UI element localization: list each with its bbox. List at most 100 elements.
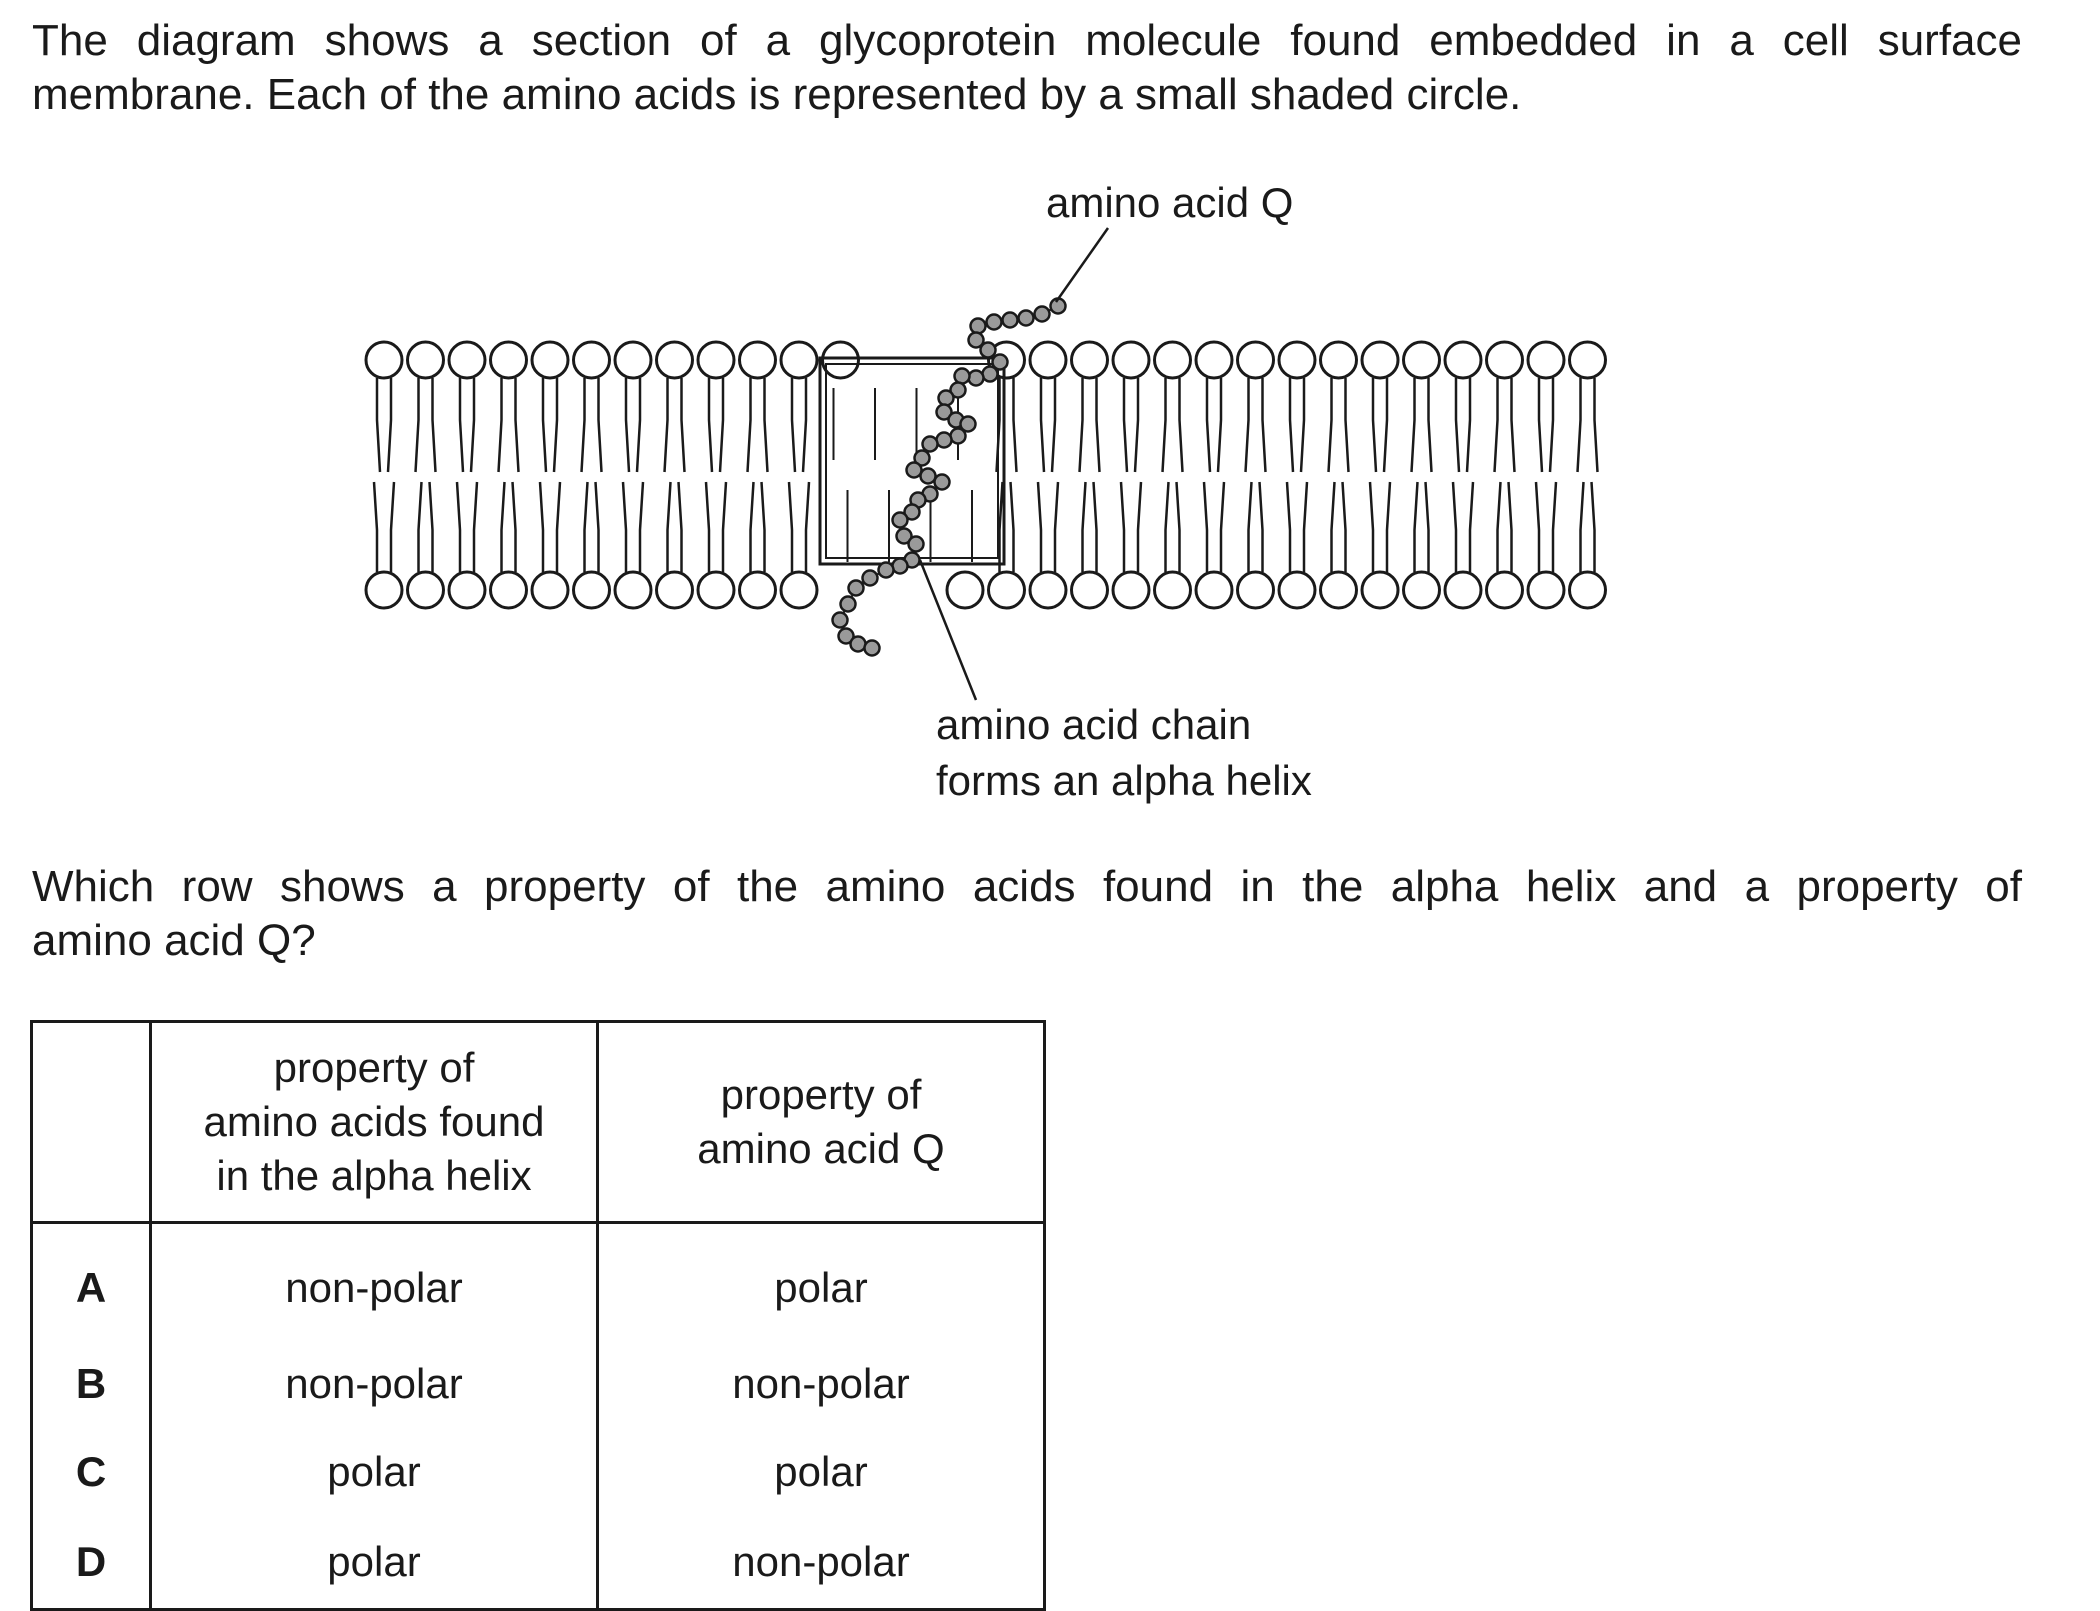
fatty-acid-tail (704, 481, 711, 572)
fatty-acid-tail (1012, 378, 1018, 473)
amino-acid (979, 341, 997, 359)
header-q-line-1: property of (720, 1071, 922, 1118)
fatty-acid-tail (500, 481, 506, 572)
fatty-acid-tail (1258, 481, 1264, 572)
fatty-acid-tail (1161, 378, 1167, 473)
fatty-acid-tail (1081, 481, 1087, 572)
amino-acid (1001, 311, 1019, 329)
fatty-acid-tail (1247, 481, 1253, 572)
question-text-line-2: amino acid Q? (32, 916, 316, 965)
answer-row-c[interactable]: C polar polar (30, 1428, 1046, 1516)
fatty-acid-tail (455, 481, 462, 572)
fatty-acid-tail (721, 481, 728, 572)
phospholipid-head-inner (1277, 570, 1317, 610)
answer-row-b[interactable]: B non-polar non-polar (30, 1340, 1046, 1428)
phospholipid-head-outer (1360, 340, 1400, 380)
fatty-acid-tail (511, 481, 517, 572)
phospholipid-head-inner (945, 570, 985, 610)
phospholipid-head-outer (1028, 340, 1068, 380)
phospholipid-head-outer (530, 340, 570, 380)
fatty-acid-tail (555, 481, 562, 572)
fatty-acid-tail (1136, 481, 1143, 572)
phospholipid-head-outer (696, 340, 736, 380)
phospholipid-head-outer (821, 340, 860, 380)
amino-acid (981, 365, 999, 383)
phospholipid-head-inner (1028, 570, 1068, 610)
fatty-acid-tail (1202, 481, 1209, 572)
phospholipid-head-inner (738, 570, 777, 610)
phospholipid-head-outer (406, 340, 445, 380)
row-helix-property: polar (149, 1428, 598, 1516)
fatty-acid-tail (1285, 481, 1292, 572)
phospholipid-head-inner (1319, 570, 1358, 610)
fatty-acid-tail (458, 378, 465, 473)
phospholipid-head-outer (779, 340, 819, 380)
fatty-acid-tail (1368, 481, 1375, 572)
amino-acid (863, 639, 881, 657)
fatty-acid-tail (1510, 378, 1516, 473)
fatty-acid-tail (1288, 378, 1295, 473)
fatty-acid-tail (1465, 378, 1472, 473)
fatty-acid-tail (1548, 378, 1555, 473)
amino-acid (959, 415, 977, 433)
phospholipid-head-outer (1568, 340, 1607, 380)
fatty-acid-tail (680, 378, 686, 473)
fatty-acid-tail (1551, 481, 1558, 572)
phospholipid-head-inner (1568, 570, 1607, 610)
phospholipid-bilayer (364, 340, 1607, 610)
fatty-acid-tail (1009, 481, 1015, 572)
fatty-acid-tail (1454, 378, 1461, 473)
answer-row-a[interactable]: A non-polar polar (30, 1222, 1046, 1340)
fatty-acid-tail (1261, 378, 1267, 473)
phospholipid-head-outer (1277, 340, 1317, 380)
fatty-acid-tail (1496, 481, 1502, 572)
fatty-acid-tail (763, 378, 769, 473)
amino-acid (991, 353, 1009, 371)
row-key: A (30, 1222, 151, 1340)
phospholipid-head-outer (364, 340, 404, 380)
phospholipid-head-inner (364, 570, 404, 610)
fatty-acid-tail (749, 481, 755, 572)
phospholipid-head-outer (1526, 340, 1566, 380)
amino-acid (907, 535, 925, 553)
amino-acid-q-label: amino acid Q (1046, 179, 1294, 226)
fatty-acid-tail (1330, 481, 1336, 572)
fatty-acid-tail (1534, 481, 1541, 572)
fatty-acid-tail (1039, 378, 1046, 473)
fatty-acid-tail (497, 378, 503, 473)
amino-acid (969, 317, 987, 335)
alpha-helix-label-line-1: amino acid chain (936, 701, 1252, 748)
phospholipid-head-inner (613, 570, 653, 610)
header-key-cell (30, 1020, 151, 1224)
fatty-acid-tail (1050, 378, 1057, 473)
membrane-svg (364, 227, 1607, 701)
header-helix-line-2: amino acids found (203, 1098, 545, 1145)
membrane-diagram: amino acid Q amino acid chain forms an a… (364, 179, 1607, 804)
amino-acid (839, 595, 857, 613)
row-q-property: non-polar (596, 1340, 1046, 1428)
row-key: B (30, 1340, 151, 1428)
fatty-acid-tail (787, 481, 794, 572)
fatty-acid-tail (1413, 481, 1419, 572)
fatty-acid-tail (1244, 378, 1250, 473)
fatty-acid-tail (389, 481, 396, 572)
phospholipid-head-outer (1236, 340, 1275, 380)
fatty-acid-tail (469, 378, 476, 473)
phospholipid-head-outer (1319, 340, 1358, 380)
phospholipid-head-inner (1402, 570, 1441, 610)
phospholipid-head-inner (1111, 570, 1151, 610)
fatty-acid-tail (1344, 378, 1350, 473)
answer-row-d[interactable]: D polar non-polar (30, 1516, 1046, 1611)
fatty-acid-tail (1451, 481, 1458, 572)
phospholipid-head-inner (447, 570, 487, 610)
fatty-acid-tail (1095, 378, 1101, 473)
amino-acid (847, 579, 865, 597)
phospholipid-head-outer (1443, 340, 1483, 380)
row-q-property: polar (596, 1222, 1046, 1340)
fatty-acid-tail (1341, 481, 1347, 572)
fatty-acid-tail (1424, 481, 1430, 572)
fatty-acid-tail (1299, 378, 1306, 473)
amino-acid (1017, 309, 1035, 327)
fatty-acid-tail (624, 378, 631, 473)
phospholipid-head-outer (655, 340, 694, 380)
